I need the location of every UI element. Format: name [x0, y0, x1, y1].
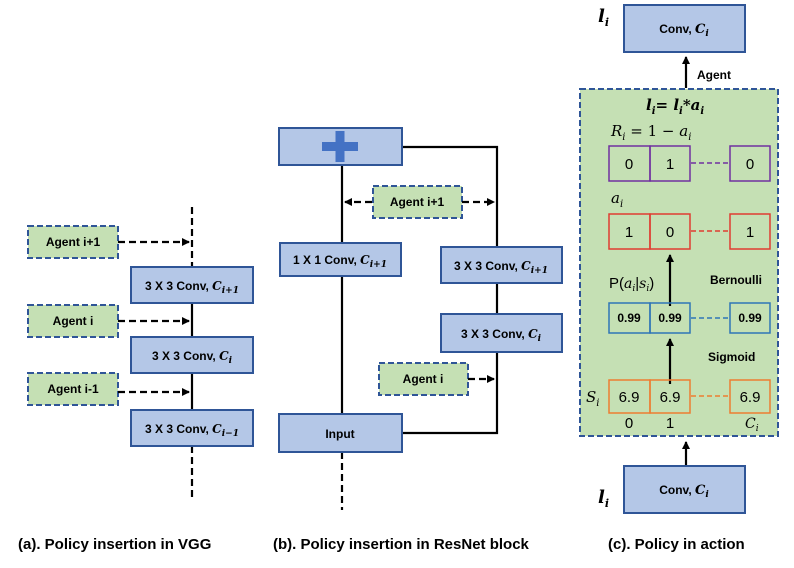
policy-conv-top-label: Conv, Ci	[659, 22, 709, 39]
p-value: 0.99	[658, 311, 682, 325]
vgg-conv-i-plus-1-label: 3 X 3 Conv, Ci+1	[145, 279, 239, 296]
s-value: 6.9	[660, 389, 681, 406]
vgg-agent-i-label: Agent i	[53, 314, 94, 328]
resnet-caption: (b). Policy insertion in ResNet block	[273, 536, 530, 553]
a-value: 1	[746, 224, 754, 241]
vgg-conv-i-label: 3 X 3 Conv, Ci	[152, 349, 233, 366]
vgg-agent-i-plus-1-label: Agent i+1	[46, 235, 101, 249]
resnet-right-path-top	[402, 145, 499, 247]
index-0: 0	[625, 415, 633, 432]
a-value: 1	[625, 224, 633, 241]
resnet-agent-i-plus-1-label: Agent i+1	[390, 195, 445, 209]
s-value: 6.9	[740, 389, 761, 406]
resnet-right-path-bottom	[402, 352, 499, 435]
resnet-conv-i-plus-1-label: 3 X 3 Conv, Ci+1	[454, 259, 548, 276]
s-cell	[649, 379, 691, 414]
resnet-agent-i-label: Agent i	[403, 372, 444, 386]
policy-r-equation: Ri = 1 − ai	[610, 122, 691, 143]
vgg-conv-i	[130, 336, 254, 374]
r-cell	[649, 145, 691, 182]
a-row: 1 0 1	[608, 213, 771, 250]
resnet-conv-i-label: 3 X 3 Conv, Ci	[461, 327, 542, 344]
policy-caption: (c). Policy in action	[608, 536, 745, 553]
bernoulli-label: Bernoulli	[710, 273, 762, 287]
policy-p-label: P(ai|si)	[609, 275, 654, 294]
vgg-agent-i-minus-1	[27, 372, 119, 406]
policy-bottom-l-label: li	[598, 487, 609, 510]
sigmoid-label: Sigmoid	[708, 350, 755, 364]
resnet-shortcut-conv-label: 1 X 1 Conv, Ci+1	[293, 253, 387, 270]
vgg-conv-i-minus-1-label: 3 X 3 Conv, Ci−1	[145, 422, 239, 439]
vgg-agent-i-minus-1-label: Agent i-1	[47, 382, 99, 396]
resnet-shortcut-conv	[279, 242, 402, 277]
resnet-input-label: Input	[325, 427, 354, 441]
policy-agent-panel	[579, 88, 779, 437]
vgg-caption: (a). Policy insertion in VGG	[18, 536, 211, 553]
vgg-agent-i-plus-1	[27, 225, 119, 259]
r-value: 0	[625, 156, 633, 173]
policy-section: li Conv, Ci Agent li= li*ai Ri = 1 − ai …	[579, 4, 779, 553]
index-c: Ci	[745, 416, 759, 434]
r-row: 0 1 0	[608, 145, 771, 182]
policy-a-label: ai	[611, 189, 623, 210]
p-value: 0.99	[738, 311, 762, 325]
resnet-section: Agent i+1 1 X 1 Conv, Ci+1 3 X 3 Conv, C…	[273, 127, 563, 553]
resnet-conv-i-plus-1	[440, 246, 563, 284]
a-cell	[729, 213, 771, 250]
vgg-conv-i-minus-1	[130, 409, 254, 447]
p-row: 0.99 0.99 0.99	[608, 302, 771, 334]
vgg-agent-i	[27, 304, 119, 338]
vgg-section: Agent i+1 Agent i Agent i-1 3 X 3 Conv, …	[18, 207, 254, 553]
policy-conv-top	[623, 4, 746, 53]
resnet-input-box	[278, 413, 403, 453]
s-value: 6.9	[619, 389, 640, 406]
policy-s-label: Si	[586, 388, 599, 409]
s-row: 6.9 6.9 6.9	[608, 379, 771, 414]
index-1: 1	[666, 415, 674, 432]
resnet-conv-i	[440, 313, 563, 353]
policy-conv-bottom	[623, 465, 746, 514]
policy-conv-bottom-label: Conv, Ci	[659, 483, 709, 500]
s-cell	[729, 379, 771, 414]
vgg-conv-i-plus-1	[130, 266, 254, 304]
a-cell	[649, 213, 691, 250]
p-cell	[729, 302, 771, 334]
r-value: 0	[746, 156, 754, 173]
r-cell	[729, 145, 771, 182]
r-value: 1	[666, 156, 674, 173]
p-value: 0.99	[617, 311, 641, 325]
policy-agent-label: Agent	[697, 68, 731, 82]
policy-formula: li= li*ai	[646, 96, 704, 117]
p-cell	[649, 302, 691, 334]
a-value: 0	[666, 224, 674, 241]
plus-icon	[322, 131, 358, 162]
policy-top-l-label: li	[598, 6, 609, 29]
